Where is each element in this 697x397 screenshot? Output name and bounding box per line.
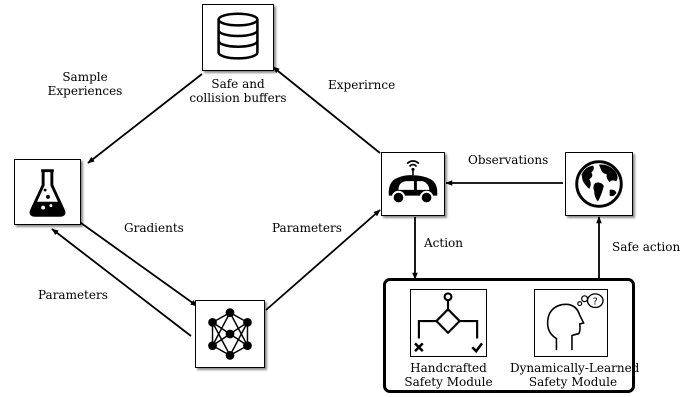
handcrafted-module-icon-box <box>410 289 487 357</box>
label-observations: Observations <box>468 153 549 167</box>
network-node <box>195 300 265 368</box>
label-parameters-back: Parameters <box>38 288 108 302</box>
environment-node <box>565 152 633 216</box>
label-experience: Experirnce <box>328 78 396 92</box>
handcrafted-line1: Handcrafted <box>410 361 487 375</box>
label-sample-line2: Experiences <box>47 84 123 98</box>
label-sample-line1: Sample <box>62 70 108 84</box>
edge-experience <box>272 66 381 154</box>
learner-node <box>14 159 81 225</box>
edge-parameters-forward <box>265 209 381 311</box>
safety-module-container: Handcrafted Safety Module ? Dynamically-… <box>383 278 640 393</box>
label-parameters-forward: Parameters <box>272 221 342 235</box>
buffer-node <box>202 4 274 71</box>
label-action: Action <box>424 236 463 250</box>
handcrafted-line2: Safety Module <box>404 375 493 389</box>
learned-module-icon-box: ? <box>534 289 608 357</box>
edge-sample-experiences <box>87 73 203 164</box>
learned-module-caption: Dynamically-Learned Safety Module <box>510 361 640 389</box>
learned-line2: Safety Module <box>528 375 618 389</box>
label-gradients: Gradients <box>124 221 184 235</box>
agent-node <box>381 152 445 216</box>
buffer-caption-line2: collision buffers <box>189 91 287 105</box>
learned-line1: Dynamically-Learned <box>510 361 640 375</box>
label-safe-action: Safe action <box>612 240 681 254</box>
edge-parameters-back <box>51 228 192 337</box>
buffer-caption: Safe and collision buffers <box>175 77 301 105</box>
buffer-caption-line1: Safe and <box>211 77 265 91</box>
edge-gradients <box>59 207 198 307</box>
handcrafted-module-caption: Handcrafted Safety Module <box>388 361 509 389</box>
label-sample-experiences: Sample Experiences <box>40 70 130 98</box>
svg-text:?: ? <box>593 297 598 308</box>
